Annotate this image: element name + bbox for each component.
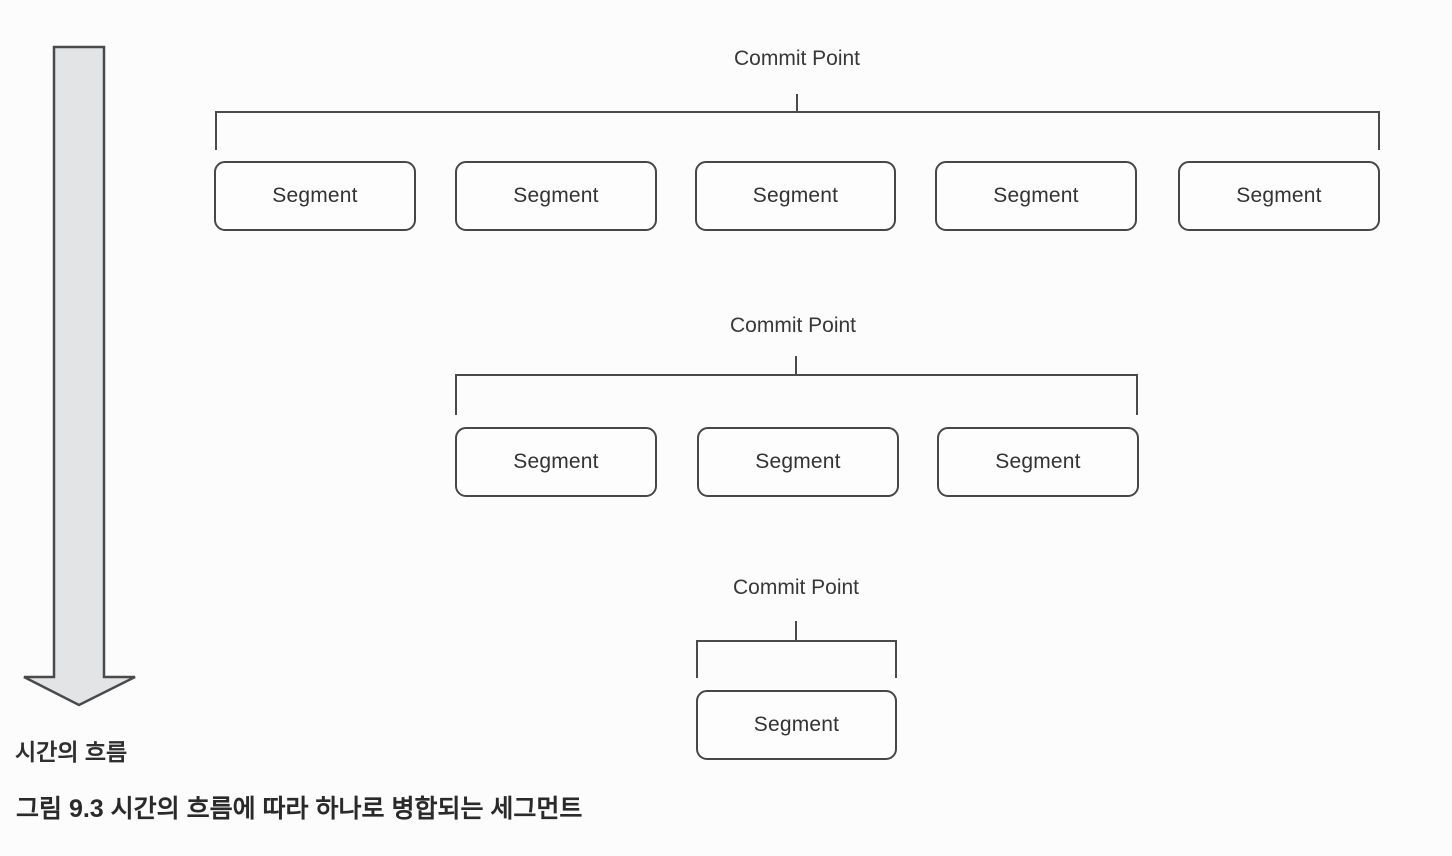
- segment-box: Segment: [696, 690, 897, 760]
- figure-number: 그림 9.3: [16, 795, 104, 823]
- commit-point-label-3: Commit Point: [732, 576, 860, 599]
- segment-box: Segment: [1178, 161, 1380, 231]
- figure-caption: 그림 9.3 시간의 흐름에 따라 하나로 병합되는 세그먼트: [16, 789, 582, 825]
- commit-bracket-1: [215, 111, 1380, 150]
- figure-caption-text: 시간의 흐름에 따라 하나로 병합되는 세그먼트: [110, 795, 583, 823]
- commit-bracket-2: [455, 374, 1138, 415]
- segment-box: Segment: [697, 427, 899, 497]
- commit-point-label-1: Commit Point: [733, 47, 861, 70]
- time-flow-arrow-shape: [23, 45, 136, 707]
- commit-point-connector-1: [796, 94, 798, 112]
- segment-box: Segment: [455, 161, 657, 231]
- commit-point-connector-2: [795, 356, 797, 374]
- commit-point-connector-3: [795, 621, 797, 640]
- segment-box: Segment: [935, 161, 1137, 231]
- segment-box: Segment: [214, 161, 416, 231]
- segment-box: Segment: [455, 427, 657, 497]
- segment-box: Segment: [695, 161, 896, 231]
- time-flow-label: 시간의 흐름: [15, 739, 128, 765]
- time-flow-arrow: [23, 45, 136, 707]
- commit-bracket-3: [696, 640, 897, 678]
- segment-box: Segment: [937, 427, 1139, 497]
- commit-point-label-2: Commit Point: [729, 314, 857, 337]
